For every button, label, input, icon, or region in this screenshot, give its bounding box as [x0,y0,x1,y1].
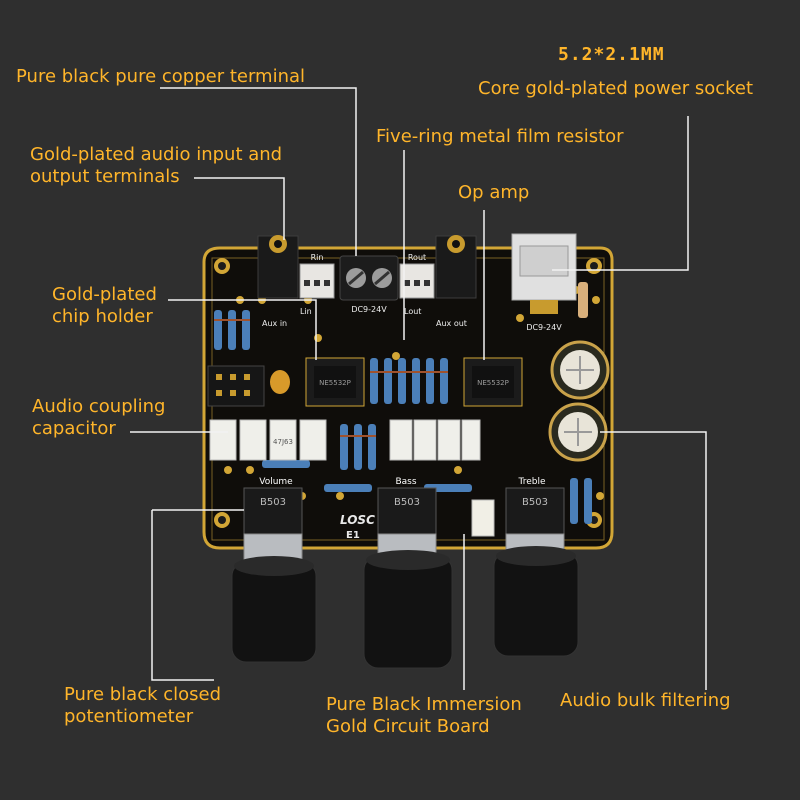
pin-header-block [207,365,265,407]
label-potentiometer: Pure black closed potentiometer [64,684,222,727]
pot-volume-label: Volume [259,477,293,487]
pot-treble-label: Treble [518,477,546,487]
audio-jack-left [257,235,299,299]
dc-right-label: DC9-24V [526,323,562,332]
header-rin: Rin [299,253,335,299]
label-bulk-filtering: Audio bulk filtering [560,690,731,711]
header-rout: Rout [399,253,435,299]
pot-volume-mark: B503 [260,497,286,508]
op-amp-left-marking: NE5532P [319,379,351,387]
header-rin-label: Rin [311,253,324,262]
coupling-capacitors: 47J63 [209,419,481,461]
pot-bass: Bass B503 [363,477,453,669]
header-lin-label: Lin [300,307,312,316]
brand-logo: LOSC [340,513,375,527]
pot-treble-mark: B503 [522,497,548,508]
screw-terminal: DC9-24V [339,255,399,314]
pot-bass-mark: B503 [394,497,420,508]
label-chip-holder: Gold-plated chip holder [52,284,157,327]
power-socket: DC9-24V [511,233,577,332]
label-resistor: Five-ring metal film resistor [376,126,624,147]
label-coupling-capacitor: Audio coupling capacitor [32,396,166,439]
header-lout-label: Lout [404,307,421,316]
cap-marking: 47J63 [273,438,293,446]
pot-volume: Volume B503 [231,477,317,663]
bulk-capacitors [548,340,610,462]
label-io-terminals: Gold-plated audio input and output termi… [30,144,283,187]
chip-holder-right: NE5532P [463,357,523,407]
board-model: E1 [346,530,360,541]
spec-title: 5.2*2.1MM [558,44,665,65]
chip-holder-left: NE5532P [305,357,365,407]
header-rout-label: Rout [408,253,426,262]
aux-out-label: Aux out [436,319,467,328]
pot-treble: Treble B503 [493,477,579,657]
pot-bass-label: Bass [395,477,416,487]
aux-in-label: Aux in [262,319,287,328]
op-amp-right-marking: NE5532P [477,379,509,387]
audio-jack-right [435,235,477,299]
label-power-socket: Core gold-plated power socket [478,78,754,99]
ceramic-capacitor [270,370,290,394]
beige-resistor [578,282,588,318]
label-op-amp: Op amp [458,182,530,203]
label-circuit-board: Pure Black Immersion Gold Circuit Board [326,694,522,737]
film-capacitor-small [471,499,495,537]
leader-lines [130,87,707,690]
resistor-bank [214,310,592,524]
dc-left-label: DC9-24V [351,305,387,314]
circuit-board [202,246,614,550]
label-copper-terminal: Pure black pure copper terminal [16,66,306,87]
